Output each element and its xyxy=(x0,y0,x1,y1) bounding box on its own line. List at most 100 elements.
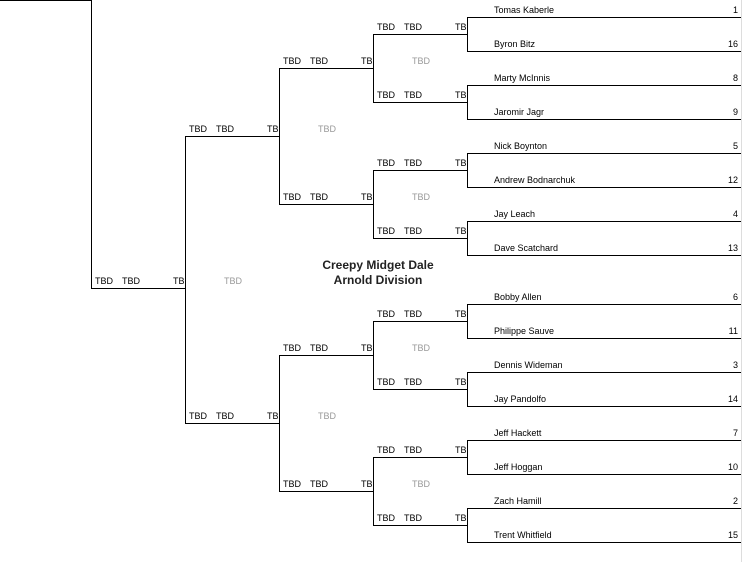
bracket-connector xyxy=(467,17,468,52)
match-line xyxy=(279,355,373,356)
match-result: TB xyxy=(267,411,278,421)
match-team-2[interactable]: TBD xyxy=(310,479,328,489)
match-result: TB xyxy=(455,445,466,455)
player-line xyxy=(467,119,741,120)
bracket-connector xyxy=(185,136,186,424)
player-name[interactable]: Marty McInnis xyxy=(494,73,551,83)
match-result: TB xyxy=(455,309,466,319)
match-result: TB xyxy=(267,124,278,134)
match-line xyxy=(373,321,467,322)
player-name[interactable]: Jeff Hackett xyxy=(494,428,542,438)
bracket-connector xyxy=(467,85,468,120)
match-team-2[interactable]: TBD xyxy=(216,411,234,421)
match-line xyxy=(279,68,373,69)
match-team-2[interactable]: TBD xyxy=(404,90,422,100)
match-team-1[interactable]: TBD xyxy=(377,513,395,523)
player-seed: 4 xyxy=(732,209,738,219)
player-line xyxy=(467,508,741,509)
match-team-1[interactable]: TBD xyxy=(189,124,207,134)
player-name[interactable]: Zach Hamill xyxy=(494,496,542,506)
player-seed: 13 xyxy=(727,243,738,253)
match-team-1[interactable]: TBD xyxy=(283,56,301,66)
match-team-1[interactable]: TBD xyxy=(189,411,207,421)
match-team-2[interactable]: TBD xyxy=(216,124,234,134)
match-line xyxy=(185,136,279,137)
match-line xyxy=(185,423,279,424)
final-line xyxy=(91,288,185,289)
pending-winner-label: TBD xyxy=(318,124,336,134)
match-team-1[interactable]: TBD xyxy=(377,226,395,236)
match-team-2[interactable]: TBD xyxy=(404,22,422,32)
match-team-1[interactable]: TBD xyxy=(377,22,395,32)
final-team-1[interactable]: TBD xyxy=(95,276,113,286)
match-line xyxy=(279,204,373,205)
bracket-connector xyxy=(373,457,374,526)
division-title-line-1: Creepy Midget Dale xyxy=(322,258,434,272)
match-result: TB xyxy=(455,158,466,168)
match-team-1[interactable]: TBD xyxy=(377,309,395,319)
player-seed: 8 xyxy=(732,73,738,83)
player-name[interactable]: Jeff Hoggan xyxy=(494,462,543,472)
match-team-2[interactable]: TBD xyxy=(404,309,422,319)
player-line xyxy=(467,85,741,86)
player-name[interactable]: Trent Whitfield xyxy=(494,530,552,540)
player-name[interactable]: Byron Bitz xyxy=(494,39,536,49)
match-line xyxy=(279,491,373,492)
player-name[interactable]: Philippe Sauve xyxy=(494,326,555,336)
player-name[interactable]: Tomas Kaberle xyxy=(494,5,555,15)
bracket-connector xyxy=(467,221,468,256)
bracket-connector xyxy=(467,153,468,188)
player-name[interactable]: Jay Leach xyxy=(494,209,536,219)
match-team-2[interactable]: TBD xyxy=(404,158,422,168)
player-name[interactable]: Jaromir Jagr xyxy=(494,107,545,117)
match-team-2[interactable]: TBD xyxy=(404,377,422,387)
bracket-connector xyxy=(467,372,468,407)
player-seed: 5 xyxy=(732,141,738,151)
match-team-2[interactable]: TBD xyxy=(404,445,422,455)
match-team-1[interactable]: TBD xyxy=(283,479,301,489)
player-seed: 14 xyxy=(727,394,738,404)
player-line xyxy=(467,406,741,407)
match-team-1[interactable]: TBD xyxy=(377,158,395,168)
match-team-1[interactable]: TBD xyxy=(377,445,395,455)
match-team-2[interactable]: TBD xyxy=(404,513,422,523)
player-name[interactable]: Andrew Bodnarchuk xyxy=(494,175,576,185)
match-result: TB xyxy=(361,479,372,489)
match-result: TB xyxy=(361,343,372,353)
player-seed: 10 xyxy=(727,462,738,472)
match-team-2[interactable]: TBD xyxy=(310,192,328,202)
player-seed: 15 xyxy=(727,530,738,540)
match-line xyxy=(373,389,467,390)
match-result: TB xyxy=(455,226,466,236)
match-team-1[interactable]: TBD xyxy=(283,192,301,202)
match-team-2[interactable]: TBD xyxy=(310,343,328,353)
player-name[interactable]: Dave Scatchard xyxy=(494,243,559,253)
match-team-1[interactable]: TBD xyxy=(283,343,301,353)
final-team-2[interactable]: TBD xyxy=(122,276,140,286)
match-team-2[interactable]: TBD xyxy=(404,226,422,236)
player-name[interactable]: Dennis Wideman xyxy=(494,360,563,370)
player-name[interactable]: Nick Boynton xyxy=(494,141,548,151)
match-result: TB xyxy=(455,513,466,523)
match-line xyxy=(373,457,467,458)
player-name[interactable]: Jay Pandolfo xyxy=(494,394,547,404)
match-team-1[interactable]: TBD xyxy=(377,90,395,100)
match-result: TB xyxy=(455,90,466,100)
player-line xyxy=(467,542,741,543)
bracket-connector xyxy=(467,304,468,339)
right-border xyxy=(741,0,742,562)
player-seed: 7 xyxy=(732,428,738,438)
player-line xyxy=(467,338,741,339)
player-name[interactable]: Bobby Allen xyxy=(494,292,542,302)
player-line xyxy=(467,440,741,441)
pending-winner-label: TBD xyxy=(412,479,430,489)
match-line xyxy=(373,525,467,526)
bracket-connector xyxy=(279,68,280,205)
bracket-connector xyxy=(373,34,374,103)
player-seed: 12 xyxy=(727,175,738,185)
match-team-2[interactable]: TBD xyxy=(310,56,328,66)
pending-winner-label: TBD xyxy=(318,411,336,421)
player-seed: 16 xyxy=(727,39,738,49)
match-team-1[interactable]: TBD xyxy=(377,377,395,387)
pending-winner-label: TBD xyxy=(224,276,242,286)
